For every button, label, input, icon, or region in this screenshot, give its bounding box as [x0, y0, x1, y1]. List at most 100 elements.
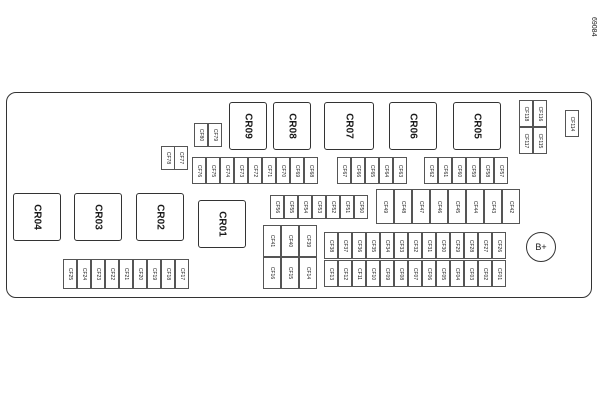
fuse-cf118: CF118 — [519, 100, 533, 127]
relay-label: CR08 — [286, 113, 298, 139]
fuse-cf66: CF66 — [351, 157, 365, 184]
fuse-label: CF03 — [468, 267, 474, 280]
fuse-label: CF73 — [238, 164, 244, 177]
fuse-cf73: CF73 — [234, 157, 248, 184]
fuse-cf114: CF114 — [565, 110, 579, 137]
fuse-cf37: CF37 — [338, 232, 352, 259]
fuse-cf31: CF31 — [422, 232, 436, 259]
fuse-label: CF28 — [468, 239, 474, 252]
fuse-label: CF44 — [472, 200, 478, 213]
relay-cr06: CR06 — [389, 102, 437, 150]
fuse-cf19: CF19 — [147, 259, 161, 289]
fuse-cf42: CF42 — [502, 189, 520, 224]
fuse-label: CF43 — [490, 200, 496, 213]
fuse-label: CF114 — [569, 116, 575, 131]
fuse-cf117: CF117 — [519, 127, 533, 154]
fuse-label: CF02 — [482, 267, 488, 280]
fuse-label: CF116 — [537, 106, 543, 121]
fuse-cf10: CF10 — [366, 260, 380, 287]
fuse-label: CF77 — [178, 151, 184, 165]
fuse-label: CF14 — [305, 266, 311, 280]
fuse-label: CF01 — [496, 267, 502, 280]
fuse-cf74: CF74 — [220, 157, 234, 184]
fuse-label: CF118 — [523, 106, 529, 121]
relay-cr05: CR05 — [453, 102, 501, 150]
fuse-cf13: CF13 — [324, 260, 338, 287]
fuse-cf44: CF44 — [466, 189, 484, 224]
fuse-box-outline — [6, 92, 592, 298]
fuse-cf08: CF08 — [394, 260, 408, 287]
fuse-label: CF54 — [302, 200, 308, 214]
fuse-label: CF69 — [294, 164, 300, 177]
fuse-label: CF115 — [537, 133, 543, 148]
fuse-label: CF36 — [356, 239, 362, 252]
fuse-cf09: CF09 — [380, 260, 394, 287]
relay-cr02: CR02 — [136, 193, 184, 241]
fuse-cf06: CF06 — [422, 260, 436, 287]
fuse-label: CF55 — [288, 200, 294, 214]
fuse-label: CF68 — [308, 164, 314, 177]
relay-cr08: CR08 — [273, 102, 311, 150]
fuse-label: CF78 — [165, 151, 171, 165]
fuse-cf50: CF50 — [354, 195, 368, 219]
fuse-label: CF51 — [344, 200, 350, 214]
fuse-label: CF05 — [440, 267, 446, 280]
fuse-cf46: CF46 — [430, 189, 448, 224]
fuse-cf01: CF01 — [492, 260, 506, 287]
fuse-label: CF16 — [269, 266, 275, 280]
fuse-cf23: CF23 — [91, 259, 105, 289]
fuse-cf33: CF33 — [394, 232, 408, 259]
fuse-cf49: CF49 — [376, 189, 394, 224]
fuse-label: CF38 — [328, 239, 334, 252]
fuse-label: CF34 — [384, 239, 390, 252]
fuse-label: CF09 — [384, 267, 390, 280]
fuse-cf77: CF77 — [174, 146, 188, 170]
fuse-cf03: CF03 — [464, 260, 478, 287]
fuse-label: CF59 — [470, 164, 476, 177]
fuse-cf17: CF17 — [175, 259, 189, 289]
relay-label: CR09 — [242, 113, 254, 139]
fuse-label: CF15 — [287, 266, 293, 280]
fuse-label: CF29 — [454, 239, 460, 252]
fuse-cf58: CF58 — [480, 157, 494, 184]
fuse-label: CF39 — [305, 234, 311, 248]
fuse-label: CF11 — [356, 267, 362, 280]
fuse-label: CF80 — [198, 128, 204, 142]
fuse-label: CF50 — [358, 200, 364, 214]
fuse-cf59: CF59 — [466, 157, 480, 184]
fuse-label: CF04 — [454, 267, 460, 280]
fuse-label: CF19 — [151, 267, 157, 281]
battery-terminal: B+ — [526, 232, 556, 262]
fuse-cf24: CF24 — [77, 259, 91, 289]
fuse-label: CF79 — [212, 128, 218, 142]
relay-label: CR05 — [471, 113, 483, 139]
fuse-label: CF41 — [269, 234, 275, 248]
fuse-cf41: CF41 — [263, 225, 281, 257]
fuse-label: CF10 — [370, 267, 376, 280]
fuse-label: CF76 — [196, 164, 202, 177]
relay-label: CR04 — [31, 204, 43, 230]
fuse-label: CF53 — [316, 200, 322, 214]
fuse-label: CF25 — [67, 267, 73, 281]
fuse-label: CF26 — [496, 239, 502, 252]
fuse-label: CF06 — [426, 267, 432, 280]
fuse-cf56: CF56 — [270, 195, 284, 219]
fuse-cf69: CF69 — [290, 157, 304, 184]
fuse-cf47: CF47 — [412, 189, 430, 224]
fuse-label: CF67 — [341, 164, 347, 177]
fuse-cf68: CF68 — [304, 157, 318, 184]
fuse-label: CF66 — [355, 164, 361, 177]
fuse-label: CF45 — [454, 200, 460, 213]
fuse-label: CF20 — [137, 267, 143, 281]
relay-label: CR03 — [92, 204, 104, 230]
fuse-cf61: CF61 — [438, 157, 452, 184]
fuse-label: CF35 — [370, 239, 376, 252]
fuse-cf64: CF64 — [379, 157, 393, 184]
fuse-cf07: CF07 — [408, 260, 422, 287]
fuse-cf55: CF55 — [284, 195, 298, 219]
fuse-cf39: CF39 — [299, 225, 317, 257]
relay-label: CR02 — [154, 204, 166, 230]
fuse-cf79: CF79 — [208, 123, 222, 147]
relay-cr07: CR07 — [324, 102, 374, 150]
fuse-label: CF42 — [508, 200, 514, 213]
